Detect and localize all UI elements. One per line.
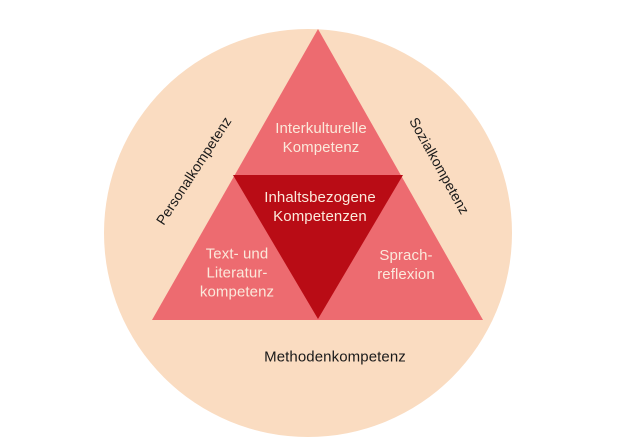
inner-triangle-shape xyxy=(233,175,403,319)
outer-triangle-shape xyxy=(152,29,483,320)
label-interkulturelle-kompetenz: Interkulturelle Kompetenz xyxy=(275,120,367,156)
label-text-und-literaturkompetenz: Text- und Literatur- kompetenz xyxy=(199,245,275,301)
label-inhaltsbezogene-kompetenzen: Inhaltsbezogene Kompetenzen xyxy=(264,189,376,225)
label-methodenkompetenz: Methodenkompetenz xyxy=(264,348,406,366)
label-sprachreflexion: Sprach- reflexion xyxy=(377,247,435,283)
